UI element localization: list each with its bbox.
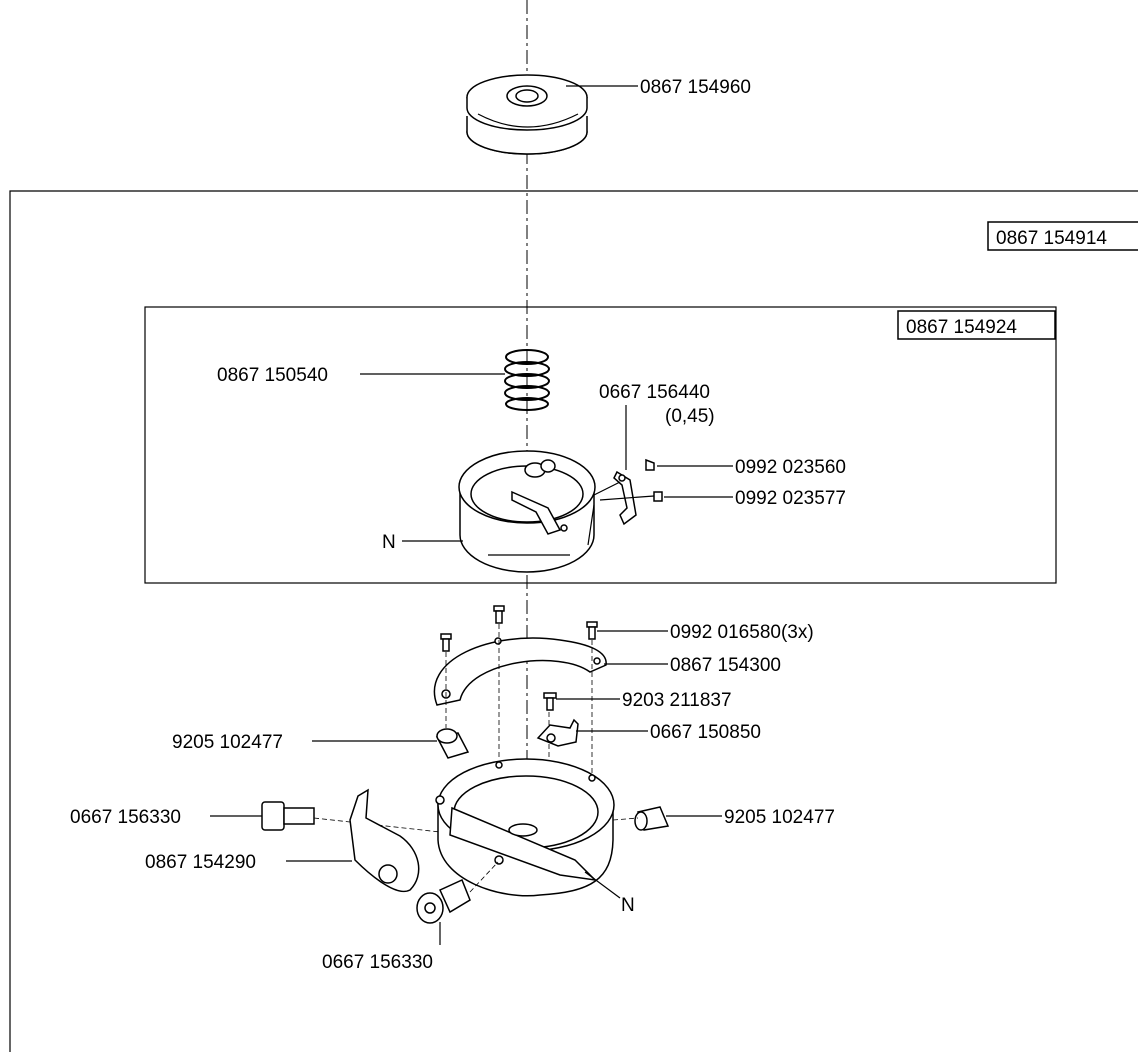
- inner-assembly-frame: [144, 306, 1057, 584]
- n-lower-leader: [584, 871, 621, 899]
- hook-body-part: [435, 758, 615, 897]
- small-screw-label: 9203 211837: [622, 690, 732, 711]
- tension-spring-label: 0667 156440: [599, 382, 710, 403]
- screws-3x-part: [440, 605, 598, 652]
- small-screw-part: [543, 692, 557, 711]
- inner-assembly-label: 0867 154924: [906, 317, 1017, 338]
- tension-spring-note: (0,45): [665, 406, 715, 427]
- spring-part: [504, 349, 550, 411]
- plug-right-part: [634, 806, 670, 831]
- bracket-label: 0667 150850: [650, 722, 761, 743]
- ring-part: [433, 637, 607, 706]
- ring-label: 0867 154300: [670, 655, 781, 676]
- bolt-bottom-label: 0667 156330: [322, 952, 433, 973]
- bolt-left-part: [261, 801, 315, 831]
- bobbin-part: [466, 74, 588, 155]
- screws-3x-label: 0992 016580(3x): [670, 622, 814, 643]
- outer-assembly-label-box: [987, 221, 1138, 251]
- bolt-left-dash: [313, 817, 441, 833]
- bolt-bottom-part: [416, 878, 471, 924]
- bobbin-label: 0867 154960: [640, 77, 751, 98]
- screw-b-label: 0992 023577: [735, 488, 846, 509]
- bolt-bottom-dash: [469, 861, 499, 893]
- inner-assembly-label-box: [897, 310, 1056, 340]
- n-lower-label: N: [621, 895, 635, 916]
- plate-part: [349, 788, 420, 893]
- n-upper-label: N: [382, 532, 396, 553]
- plug-right-label: 9205 102477: [724, 807, 835, 828]
- screw-b-part: [653, 491, 663, 502]
- screw-a-part: [645, 458, 655, 471]
- screw-b-dash: [599, 495, 655, 501]
- plug-right-dash: [612, 817, 639, 821]
- tension-dash-line: [593, 481, 621, 496]
- plug-left-label: 9205 102477: [172, 732, 283, 753]
- plug-left-part: [435, 728, 470, 759]
- outer-assembly-frame: [9, 190, 1138, 1052]
- spring-label: 0867 150540: [217, 365, 328, 386]
- bobbin-case-part: [458, 450, 596, 573]
- bracket-part: [536, 718, 579, 747]
- screw-a-label: 0992 023560: [735, 457, 846, 478]
- bolt-left-label: 0667 156330: [70, 807, 181, 828]
- plate-label: 0867 154290: [145, 852, 256, 873]
- outer-assembly-label: 0867 154914: [996, 228, 1107, 249]
